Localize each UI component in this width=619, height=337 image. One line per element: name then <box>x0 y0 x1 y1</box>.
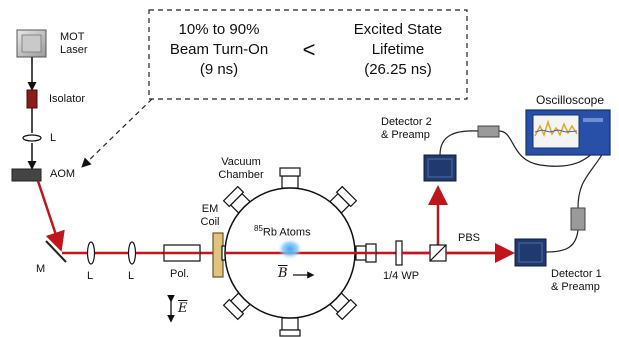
callout-right-line-2: Lifetime <box>371 41 425 58</box>
callout-right: Excited State Lifetime (26.25 ns) <box>336 20 460 80</box>
quarter-wave-plate <box>395 240 403 266</box>
label-detector-2-line-1: Detector 2 <box>381 116 432 128</box>
label-lens-1: L <box>87 270 94 282</box>
label-detector-1-line-1: Detector 1 <box>551 268 602 280</box>
cable-detector-2 <box>439 130 601 167</box>
detector-1 <box>514 238 547 267</box>
mirror <box>45 240 67 263</box>
label-lens-2: L <box>128 270 135 282</box>
mot-laser <box>16 29 47 58</box>
label-pbs: PBS <box>458 232 481 244</box>
callout-left-line-2: Beam Turn-On <box>169 41 269 58</box>
callout-left-line-3: (9 ns) <box>199 61 239 78</box>
callout-right-line-3: (26.25 ns) <box>364 61 432 78</box>
label-oscilloscope: Oscilloscope <box>536 93 605 107</box>
label-atoms: 85Rb Atoms <box>254 222 311 240</box>
lens-2 <box>127 241 137 265</box>
detector-2 <box>423 154 457 182</box>
label-mot-laser: MOT Laser <box>60 31 88 57</box>
atom-cloud <box>278 239 302 259</box>
pbs <box>429 244 447 262</box>
label-isolator: Isolator <box>49 93 86 105</box>
label-detector-1-line-2: & Preamp <box>551 281 600 293</box>
callout-right-line-1: Excited State <box>353 21 443 38</box>
callout-left-line-1: 10% to 90% <box>178 21 260 38</box>
callout-comparator: < <box>302 37 316 62</box>
label-vacuum-chamber: Vacuum Chamber <box>212 156 270 182</box>
cable-detector-1 <box>545 149 606 253</box>
label-atoms-isotope: 85 <box>254 224 263 233</box>
label-b-field: B <box>278 266 288 281</box>
preamp-1 <box>570 207 586 231</box>
label-mot-laser-line-1: MOT <box>60 31 85 43</box>
label-em-coil: EM Coil <box>197 203 223 229</box>
lens-1 <box>86 241 96 265</box>
label-lens-vertical: L <box>50 132 57 144</box>
label-vacuum-chamber-line-2: Chamber <box>218 169 264 181</box>
oscilloscope <box>525 109 611 156</box>
label-detector-2: Detector 2 & Preamp <box>381 116 432 142</box>
label-vacuum-chamber-line-1: Vacuum <box>221 156 261 168</box>
diffracted-beam <box>36 180 65 252</box>
label-detector-1: Detector 1 & Preamp <box>551 268 602 294</box>
label-em-coil-line-2: Coil <box>200 216 220 228</box>
aom <box>11 168 42 182</box>
callout-box <box>148 9 468 100</box>
label-e-field: E <box>178 301 188 316</box>
label-polarizer: Pol. <box>170 268 189 280</box>
callout-left: 10% to 90% Beam Turn-On (9 ns) <box>160 20 278 80</box>
label-detector-2-line-2: & Preamp <box>381 129 430 141</box>
label-em-coil-line-1: EM <box>201 203 219 215</box>
label-mot-laser-line-2: Laser <box>60 44 88 56</box>
label-wave-plate: 1/4 WP <box>383 270 420 282</box>
preamp-2 <box>477 125 500 138</box>
label-aom: AOM <box>50 168 76 180</box>
label-atoms-text: Rb Atoms <box>262 226 311 239</box>
lens-vertical <box>22 134 42 142</box>
isolator <box>26 89 38 109</box>
callout-arrow <box>81 98 153 168</box>
label-mirror: M <box>36 263 46 275</box>
